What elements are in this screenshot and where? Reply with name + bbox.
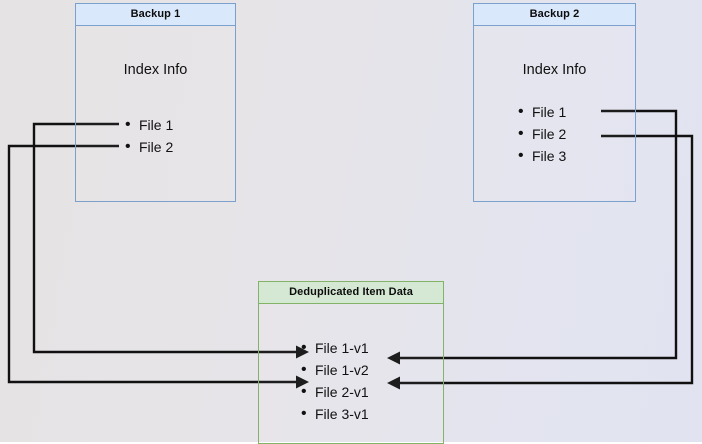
- bullet-icon: •: [301, 339, 307, 356]
- dedup-file-list: • File 1-v1 • File 1-v2 • File 2-v1 • File 3…: [301, 337, 369, 425]
- node-backup-2-body: Index Info • File 1 • File 2 • File 3: [474, 26, 635, 201]
- backup-2-file-list: • File 1 • File 2 • File 3: [518, 101, 566, 167]
- list-item[interactable]: • File 1: [125, 114, 173, 136]
- bullet-icon: •: [125, 116, 131, 133]
- list-item[interactable]: • File 2: [125, 136, 173, 158]
- bullet-icon: •: [301, 361, 307, 378]
- node-deduplicated-item-data[interactable]: Deduplicated Item Data • File 1-v1 • File …: [258, 281, 444, 444]
- bullet-icon: •: [125, 138, 131, 155]
- file-label: File 1-v2: [315, 362, 369, 378]
- node-backup-1[interactable]: Backup 1 Index Info • File 1 • File 2: [75, 3, 236, 202]
- list-item[interactable]: • File 1-v2: [301, 359, 369, 381]
- bullet-icon: •: [518, 147, 524, 164]
- list-item[interactable]: • File 3-v1: [301, 403, 369, 425]
- list-item[interactable]: • File 2: [518, 123, 566, 145]
- node-dedup-header: Deduplicated Item Data: [259, 282, 443, 304]
- file-label: File 2: [532, 126, 567, 142]
- list-item[interactable]: • File 2-v1: [301, 381, 369, 403]
- backup-1-index-info-label: Index Info: [123, 62, 188, 78]
- node-backup-1-body: Index Info • File 1 • File 2: [76, 26, 235, 201]
- bullet-icon: •: [518, 125, 524, 142]
- node-backup-2[interactable]: Backup 2 Index Info • File 1 • File 2 • Fil…: [473, 3, 636, 202]
- list-item[interactable]: • File 3: [518, 145, 566, 167]
- backup-2-index-info-label: Index Info: [522, 62, 587, 78]
- file-label: File 3: [532, 148, 567, 164]
- bullet-icon: •: [301, 405, 307, 422]
- list-item[interactable]: • File 1: [518, 101, 566, 123]
- bullet-icon: •: [518, 103, 524, 120]
- list-item[interactable]: • File 1-v1: [301, 337, 369, 359]
- file-label: File 2: [139, 139, 174, 155]
- file-label: File 1: [532, 104, 567, 120]
- bullet-icon: •: [301, 383, 307, 400]
- file-label: File 2-v1: [315, 384, 369, 400]
- file-label: File 1-v1: [315, 340, 369, 356]
- file-label: File 1: [139, 117, 174, 133]
- backup-1-file-list: • File 1 • File 2: [125, 114, 173, 158]
- file-label: File 3-v1: [315, 406, 369, 422]
- node-backup-2-header: Backup 2: [474, 4, 635, 26]
- node-dedup-body: • File 1-v1 • File 1-v2 • File 2-v1 • File 3…: [259, 304, 443, 443]
- node-backup-1-header: Backup 1: [76, 4, 235, 26]
